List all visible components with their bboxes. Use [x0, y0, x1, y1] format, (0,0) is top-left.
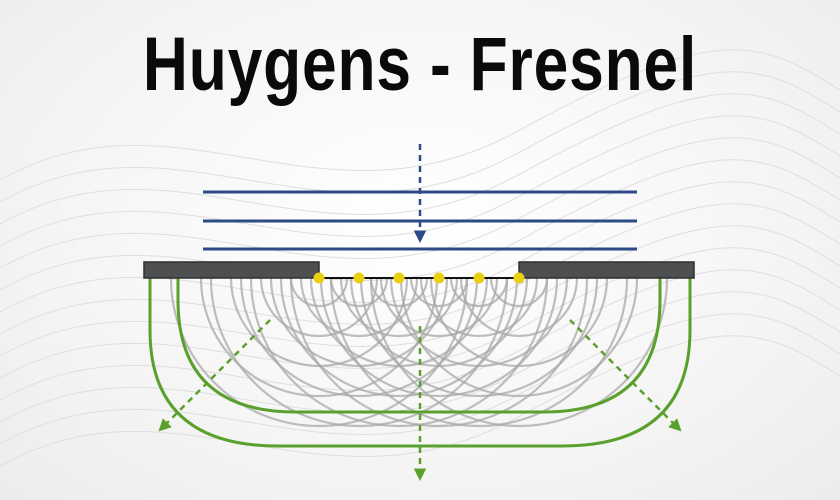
diffracted-wavefront-inner	[176, 278, 662, 414]
secondary-source-point	[513, 272, 525, 284]
wavelet-arc	[369, 277, 669, 428]
barrier-right	[518, 261, 695, 279]
background-wave-line	[0, 93, 840, 225]
secondary-source-point	[393, 272, 405, 284]
background-wave-line	[0, 115, 840, 247]
background-wave-line	[0, 159, 840, 291]
secondary-sources	[313, 272, 525, 284]
wavelet-arc	[489, 277, 549, 308]
wavelet-arc	[289, 277, 589, 428]
diffracted-arrows	[158, 319, 682, 481]
diffracted-arrow-icon	[158, 319, 271, 432]
secondary-source-point	[353, 272, 365, 284]
background-wave-line	[0, 137, 840, 269]
wavelet-arc	[329, 277, 629, 428]
wavelet-arc	[169, 277, 469, 428]
barrier	[143, 261, 695, 279]
wavelet-arc	[329, 277, 389, 308]
background-wave-line	[0, 225, 840, 357]
background-wave-line	[0, 313, 840, 445]
wavelet-arc	[459, 277, 579, 338]
wavelet-arc	[389, 277, 569, 368]
wavelet-arc	[409, 277, 469, 308]
background-wave-line	[0, 291, 840, 423]
secondary-source-point	[313, 272, 325, 284]
wavelet-arc	[449, 277, 509, 308]
diffracted-wavefront-outer	[148, 278, 692, 448]
wavelet-arc	[249, 277, 549, 428]
wavelet-arc	[399, 277, 639, 398]
wavelet-arc	[209, 277, 509, 428]
secondary-wavelets	[169, 277, 669, 428]
barrier-left	[143, 261, 320, 279]
background-wave-line	[0, 247, 840, 379]
page-title: Huygens - Fresnel	[142, 22, 698, 107]
wavelet-arc	[429, 277, 609, 368]
secondary-source-point	[473, 272, 485, 284]
background-wave-line	[0, 335, 840, 467]
secondary-source-point	[433, 272, 445, 284]
wavelet-arc	[359, 277, 599, 398]
background-wave-line	[0, 71, 840, 203]
background-wave-line	[0, 49, 840, 181]
wavelet-arc	[289, 277, 349, 308]
diffracted-arrow-icon	[569, 319, 682, 432]
diffracted-wavefronts	[148, 278, 692, 448]
wavelet-arc	[369, 277, 429, 308]
